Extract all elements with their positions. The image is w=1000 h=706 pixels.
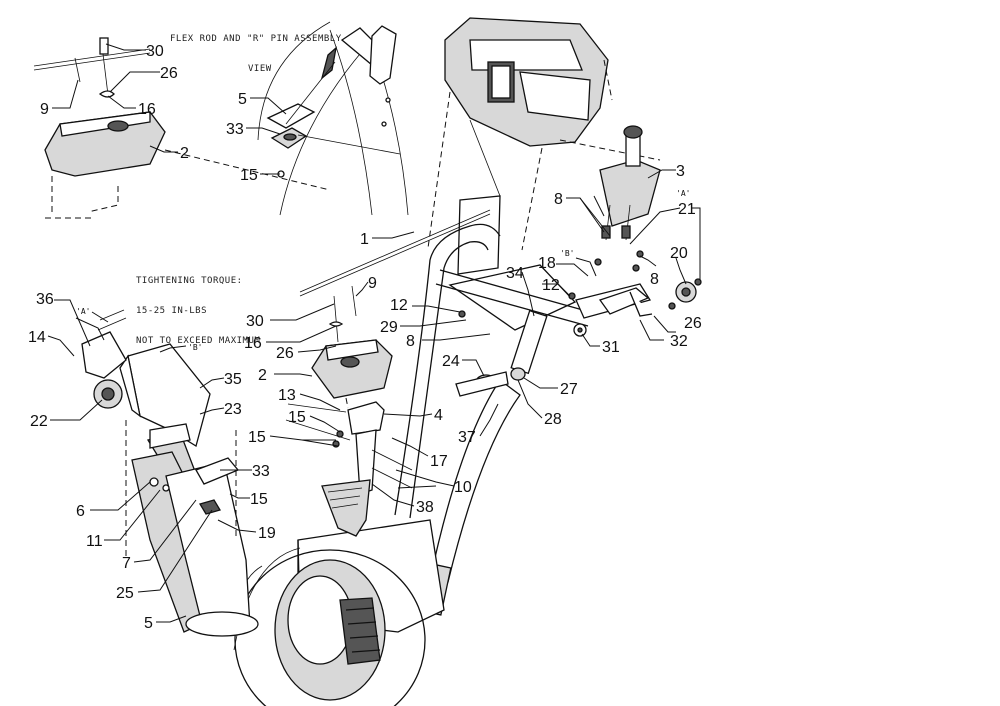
callout-number: 28 [544,411,562,428]
callout-number: 34 [506,265,524,282]
right-side-parts [458,250,702,337]
callout-number: 12 [390,297,408,314]
torque-note-line1: TIGHTENING TORQUE: [136,276,243,286]
callout-number: 2 [258,367,267,384]
callout-number: 26 [684,315,702,332]
callout-number: 13 [278,387,296,404]
flex-rod-view-title: FLEX ROD AND "R" PIN ASSEMBLY VIEW [170,14,342,94]
callout-number: 35 [224,371,242,388]
tag-b-top: 'B' [560,249,574,258]
callout-number: 23 [224,401,242,418]
tag-b-left: 'B' [188,343,202,352]
callout-number: 31 [602,339,620,356]
callout-number: 22 [30,413,48,430]
callout-number: 26 [276,345,294,362]
callout-number: 26 [160,65,178,82]
tag-a-top: 'A' [676,189,690,198]
flex-rod-inset [33,37,331,219]
torque-note: TIGHTENING TORQUE: 15-25 IN-LBS NOT TO E… [136,256,260,366]
callout-number: 9 [368,275,377,292]
flex-rod-title-line1: FLEX ROD AND "R" PIN ASSEMBLY [170,34,342,44]
callout-number: 37 [458,429,476,446]
callout-number: 15 [248,429,266,446]
chute-bracket [285,401,413,537]
torque-note-line2: 15-25 IN-LBS [136,306,208,316]
callout-number: 15 [240,167,258,184]
callout-number: 18 [538,255,556,272]
callout-number: 3 [676,163,685,180]
callout-number: 6 [76,503,85,520]
console-panel [427,17,661,251]
chute-crank-box [311,285,393,409]
callout-number: 25 [116,585,134,602]
callout-number: 10 [454,479,472,496]
callout-number: 12 [542,277,560,294]
callout-number: 15 [288,409,306,426]
callout-number: 7 [122,555,131,572]
callout-number: 21 [678,201,696,218]
callout-number: 17 [430,453,448,470]
shift-control-assembly [599,125,661,241]
callout-number: 19 [258,525,276,542]
callout-number: 11 [86,533,103,550]
auger-housing [233,519,445,706]
callout-number: 36 [36,291,54,308]
leader-lines [47,43,701,623]
callout-number: 4 [434,407,443,424]
callout-number: 27 [560,381,578,398]
callout-number: 38 [416,499,434,516]
callout-number: 8 [406,333,415,350]
callout-number: 8 [650,271,659,288]
callout-number: 1 [360,231,369,248]
callout-number: 15 [250,491,268,508]
callout-number: 5 [238,91,247,108]
callout-number: 24 [442,353,460,370]
callout-number: 32 [670,333,688,350]
callout-number: 33 [252,463,270,480]
torque-note-line3: NOT TO EXCEED MAXIMUM [136,336,261,346]
tag-a-left: 'A' [76,307,90,316]
callout-number: 33 [226,121,244,138]
callout-number: 16 [244,335,262,352]
callout-number: 9 [40,101,49,118]
callout-number: 20 [670,245,688,262]
callout-number: 30 [246,313,264,330]
callout-number: 8 [554,191,563,208]
reference-tags: 'A' 'B' 'A' 'B' [76,189,690,352]
callout-number: 5 [144,615,153,632]
callout-number: 14 [28,329,46,346]
callout-number: 2 [180,145,189,162]
callout-number: 30 [146,43,164,60]
chute-control-inset [257,21,409,216]
discharge-chute [81,309,259,637]
flex-rod-title-line2: VIEW [248,64,272,74]
callout-number: 29 [380,319,398,336]
callout-number: 16 [138,101,156,118]
callout-numbers: 9 30 26 16 2 5 33 15 1 3 8 21 20 8 18 34… [28,43,702,632]
